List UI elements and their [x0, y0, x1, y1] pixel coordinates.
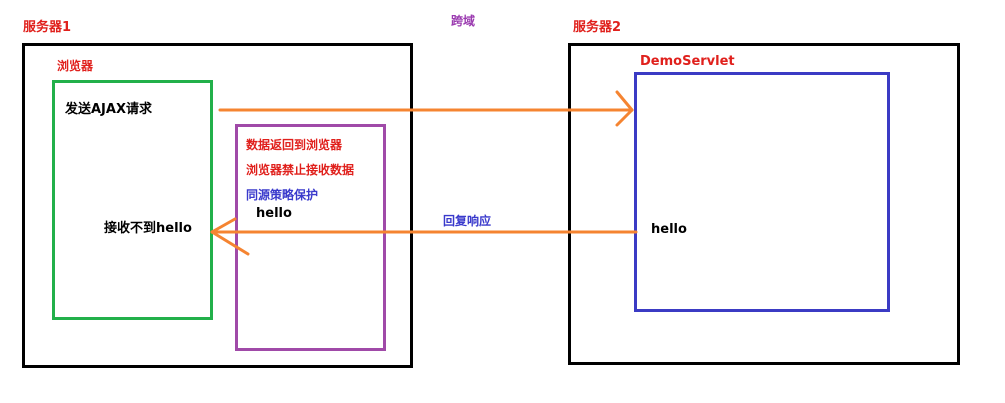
- servlet-label: DemoServlet: [640, 54, 735, 69]
- same-origin-label: 同源策略保护: [246, 188, 319, 202]
- servlet-box: [634, 72, 890, 312]
- server1-box: [22, 43, 413, 368]
- server2-label: 服务器2: [573, 20, 622, 35]
- block-box: [235, 124, 386, 351]
- hello-blocked-label: hello: [256, 206, 292, 221]
- browser-box: [52, 80, 213, 320]
- request-arrow-head-lower: [615, 108, 634, 127]
- send-ajax-label: 发送AJAX请求: [65, 102, 152, 117]
- response-arrow-head-upper: [210, 217, 237, 234]
- server1-label: 服务器1: [23, 20, 72, 35]
- hello-servlet-label: hello: [651, 222, 687, 237]
- browser-label: 浏览器: [57, 59, 94, 73]
- data-return-label: 数据返回到浏览器: [246, 138, 343, 152]
- request-arrow-head-upper: [615, 90, 634, 112]
- server2-box: [568, 43, 960, 365]
- receive-fail-label: 接收不到hello: [104, 221, 192, 236]
- reply-label: 回复响应: [443, 214, 492, 228]
- browser-block-label: 浏览器禁止接收数据: [246, 163, 355, 177]
- cross-domain-label: 跨域: [451, 14, 476, 28]
- response-arrow-head-lower: [210, 230, 250, 256]
